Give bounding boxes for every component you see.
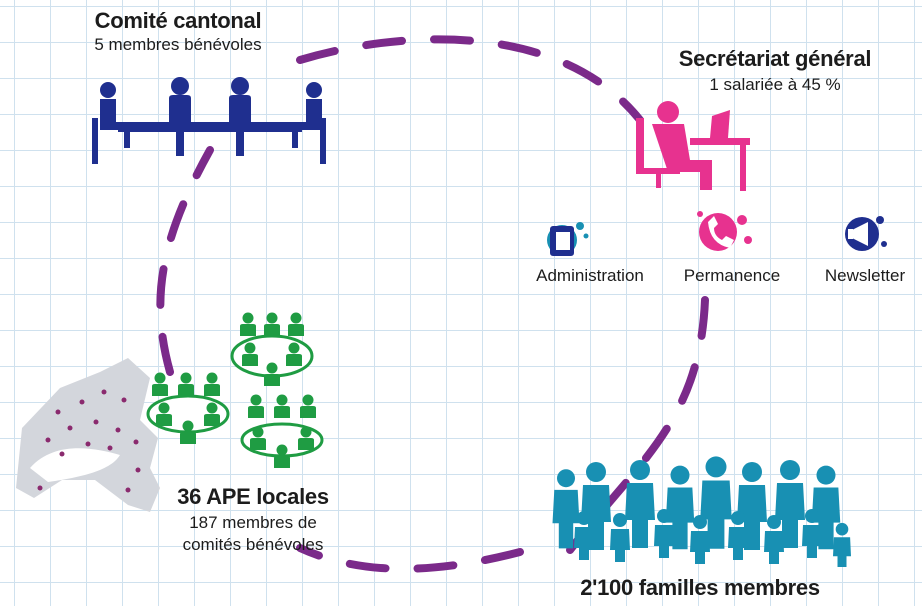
agenda-book-icon [547, 222, 589, 256]
service-newsletter-label: Newsletter [824, 266, 906, 285]
families-crowd-icon [552, 456, 851, 567]
megaphone-icon [845, 216, 887, 251]
group-tables-icon [146, 312, 324, 468]
ape-line2: comités bénévoles [182, 535, 324, 554]
dashed-loop [156, 35, 709, 573]
secretariat-title: Secrétariat général [678, 46, 872, 71]
telephone-icon [697, 211, 752, 251]
cantonal-subtitle: 5 membres bénévoles [94, 35, 262, 54]
service-permanence-label: Permanence [683, 266, 781, 285]
canton-vaud-map-icon [16, 358, 160, 512]
ape-title: 36 APE locales [177, 484, 329, 509]
cantonal-title: Comité cantonal [94, 8, 262, 33]
families-title: 2'100 familles membres [580, 575, 820, 600]
meeting-people-icon [92, 77, 326, 164]
person-at-desk-icon [636, 101, 750, 191]
ape-line1: 187 membres de [189, 513, 317, 532]
secretariat-subtitle: 1 salariée à 45 % [709, 75, 841, 94]
service-administration-label: Administration [536, 266, 644, 285]
